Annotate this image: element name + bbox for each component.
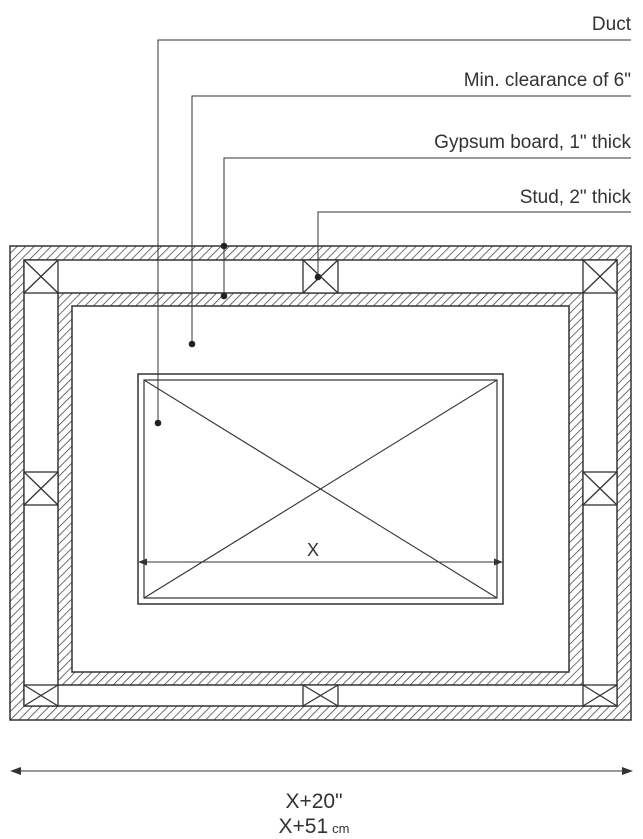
dot-stud	[314, 273, 322, 281]
studs	[23, 259, 618, 707]
leader-clearance	[191, 95, 631, 343]
stud-middle-left	[23, 471, 59, 506]
leader-duct	[157, 39, 631, 422]
outer-dimension-cm-unit: cm	[332, 821, 349, 836]
duct	[137, 373, 504, 605]
leader-gypsum	[223, 157, 631, 296]
stud-bottom-middle	[302, 684, 339, 707]
stud-top-left	[23, 259, 59, 294]
stud-bottom-right	[582, 684, 618, 707]
inner-dimension-label: X	[307, 540, 319, 560]
label-stud: Stud, 2" thick	[520, 187, 632, 208]
leader-stud	[317, 211, 631, 277]
label-clearance: Min. clearance of 6"	[464, 70, 631, 91]
dot-duct	[154, 419, 162, 427]
label-gypsum: Gypsum board, 1" thick	[434, 132, 631, 153]
outer-dimension-cm-value: X+51	[279, 815, 329, 838]
dot-clearance	[188, 340, 196, 348]
dot-gypsum-inner	[220, 292, 228, 300]
leader-lines	[157, 39, 631, 422]
stud-bottom-left	[23, 684, 59, 707]
label-duct: Duct	[592, 14, 632, 35]
leader-dots	[154, 242, 322, 427]
outer-dimension-inches: X+20"	[285, 790, 342, 813]
outer-gypsum-board	[9, 245, 632, 721]
stud-middle-right	[582, 471, 618, 506]
stud-top-right	[582, 259, 618, 294]
inner-dimension: X	[138, 540, 503, 566]
dot-gypsum-outer	[220, 242, 228, 250]
